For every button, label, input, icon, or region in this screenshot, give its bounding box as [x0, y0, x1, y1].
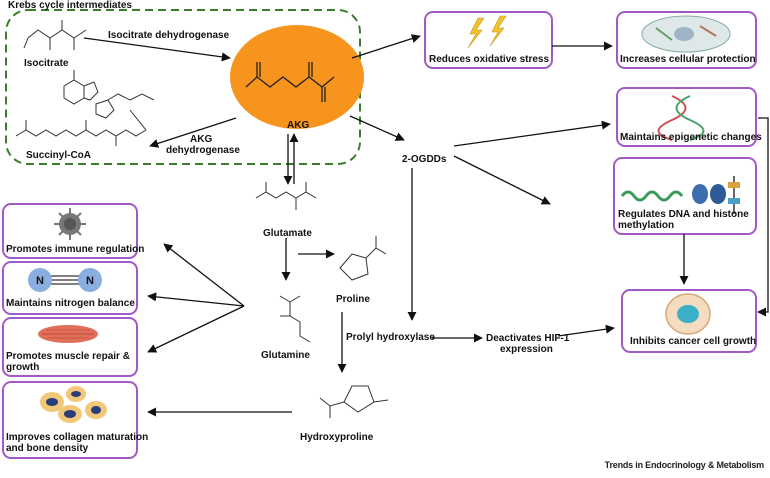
immune-regulation-label: Promotes immune regulation	[6, 244, 145, 255]
journal-caption: Trends in Endocrinology & Metabolism	[604, 460, 765, 470]
maintains-epigenetic-changes-label: Maintains epigenetic changes	[620, 132, 762, 143]
arrow-2ogdds-to-epigenetic	[453, 120, 611, 147]
krebs-cycle-region	[5, 9, 361, 165]
dna-helix-icon	[657, 95, 705, 141]
virus-icon	[54, 208, 86, 240]
cell-icon	[641, 15, 731, 53]
collagen-label-1: Improves collagen maturation	[6, 432, 149, 443]
regulates-dna-label-1: Regulates DNA and histone	[618, 209, 749, 220]
box-muscle-repair	[2, 317, 138, 377]
bone-cells-icon	[40, 386, 107, 423]
lightning-icon	[467, 15, 507, 49]
akg-dehydrogenase-label-1: AKG	[190, 134, 213, 145]
nitrogen-molecule-icon	[28, 268, 102, 292]
arrow-akg-to-succinyl	[149, 117, 237, 148]
cancer-cell-icon	[665, 293, 711, 335]
hydroxyproline-label: Hydroxyproline	[300, 432, 374, 443]
regulates-dna-label-2: methylation	[618, 220, 675, 231]
akg-dehydrogenase-label-2: dehydrogenase	[166, 145, 240, 156]
arrow-2ogdds-to-dna	[453, 155, 551, 205]
arrow-isocitrate-to-akg	[83, 37, 231, 62]
increases-cellular-protection-label: Increases cellular protection	[620, 54, 756, 65]
muscle-repair-label-1: Promotes muscle repair &	[6, 351, 130, 362]
arrow-glutamine-to-nitrogen	[147, 292, 245, 307]
arrow-akg-to-oxidative	[351, 34, 421, 59]
two-ogdds-label: 2-OGDDs	[402, 154, 447, 165]
chromatin-icon	[620, 176, 740, 214]
reduces-oxidative-stress-label: Reduces oxidative stress	[429, 54, 550, 65]
deactivates-hif-label-2: expression	[500, 344, 553, 355]
glutamate-structure-icon	[255, 182, 317, 210]
box-regulates-dna	[613, 157, 757, 235]
akg-structure-icon	[245, 62, 335, 102]
isocitrate-structure-icon	[23, 20, 87, 50]
akg-node	[230, 25, 364, 129]
nitrogen-balance-label: Maintains nitrogen balance	[6, 298, 135, 309]
atom-n-right: N	[86, 275, 94, 287]
prolyl-hydroxylase-label: Prolyl hydroxylase	[346, 332, 435, 343]
atom-n-left: N	[36, 275, 44, 287]
hydroxyproline-structure-icon	[319, 385, 389, 418]
arrow-bracket-to-cancer	[757, 117, 769, 317]
collagen-label-2: and bone density	[6, 443, 89, 454]
proline-label: Proline	[336, 294, 370, 305]
glutamine-structure-icon	[279, 295, 311, 343]
isocitrate-label: Isocitrate	[24, 58, 69, 69]
inhibits-cancer-label: Inhibits cancer cell growth	[630, 336, 757, 347]
krebs-title: Krebs cycle intermediates	[8, 0, 132, 11]
succinyl-coa-structure-icon	[15, 109, 147, 146]
isocitrate-dehydrogenase-label: Isocitrate dehydrogenase	[108, 30, 230, 41]
adenine-structure-icon	[63, 70, 155, 119]
deactivates-hif-label-1: Deactivates HIF-1	[486, 333, 570, 344]
succinyl-coa-label: Succinyl-CoA	[26, 150, 92, 161]
arrow-hif-to-cancer	[557, 324, 615, 337]
box-reduces-oxidative-stress	[424, 11, 553, 69]
muscle-icon	[38, 325, 98, 343]
muscle-repair-label-2: growth	[6, 362, 40, 373]
akg-label: AKG	[287, 120, 310, 131]
glutamine-label: Glutamine	[261, 350, 310, 361]
arrow-akg-to-2ogdds	[349, 115, 405, 141]
glutamate-label: Glutamate	[263, 228, 312, 239]
arrows	[83, 34, 769, 417]
proline-structure-icon	[339, 236, 387, 281]
arrow-glutamine-to-muscle	[147, 305, 245, 353]
arrow-glutamine-to-immune	[163, 243, 245, 307]
box-maintains-epigenetic-changes	[616, 87, 757, 147]
